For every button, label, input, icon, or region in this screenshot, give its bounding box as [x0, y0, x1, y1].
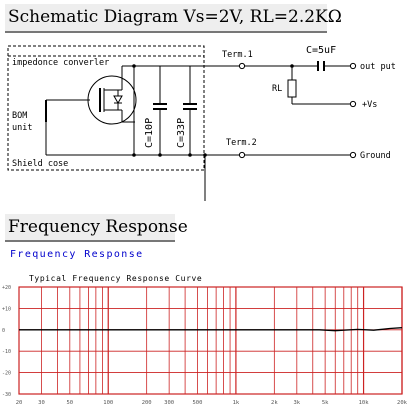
junction-dot [158, 153, 162, 157]
plot-frame [18, 286, 403, 395]
y-tick-label: 0 [2, 328, 5, 334]
frequency-response-label: Frequency Response [10, 249, 144, 260]
coupling-cap-label: C=5uF [306, 45, 336, 56]
x-tick-label: 20 [16, 400, 23, 406]
term1-terminal [238, 62, 246, 70]
y-tick-label: -20 [2, 371, 11, 377]
x-tick-label: 500 [193, 400, 203, 406]
cap1-label: C=10P [144, 118, 155, 148]
box-label: impedonce converler [12, 58, 109, 68]
schematic-title-bar: Schematic Diagram Vs=2V, RL=2.2KΩ [5, 4, 342, 33]
shield-label: Shield cose [12, 159, 68, 169]
rl-label: RL [272, 84, 282, 94]
x-tick-label: 30 [38, 400, 45, 406]
x-tick-label: 1k [233, 400, 240, 406]
bom-unit-label: unit [12, 123, 32, 133]
x-tick-label: 200 [142, 400, 152, 406]
y-tick-label: -10 [2, 349, 11, 355]
frequency-response-chart: +20 +10 0 -10 -20 -30 20 30 50 100 200 300 500 1k 2k 3k… [2, 285, 408, 406]
x-tick-label: 2k [271, 400, 278, 406]
output-label: out put [360, 62, 396, 72]
x-tick-label: 10k [359, 400, 370, 406]
vs-label: +Vs [362, 100, 377, 110]
shield-box [7, 45, 205, 171]
ground-terminal [349, 151, 357, 159]
x-tick-label: 300 [164, 400, 174, 406]
term2-label: Term.2 [226, 138, 257, 148]
vs-terminal [349, 100, 357, 108]
fet-circle [87, 75, 137, 125]
x-tick-label: 5k [322, 400, 329, 406]
y-tick-label: -30 [2, 392, 11, 398]
x-tick-label: 100 [103, 400, 113, 406]
term1-label: Term.1 [222, 50, 253, 60]
curve-title: Typical Frequency Response Curve [29, 274, 203, 283]
x-tick-label: 3k [294, 400, 301, 406]
y-tick-label: +10 [2, 306, 11, 312]
y-tick-label: +20 [2, 285, 11, 291]
x-tick-label: 50 [66, 400, 73, 406]
junction-dot [188, 153, 192, 157]
term2-terminal [238, 151, 246, 159]
bom-label: BOM [12, 111, 27, 121]
cap2-label: C=33P [176, 118, 187, 148]
x-tick-label: 20k [397, 400, 408, 406]
section-title: Frequency Response [8, 217, 188, 237]
fet-diode-symbol [113, 95, 123, 105]
schematic-title: Schematic Diagram Vs=2V, RL=2.2KΩ [8, 7, 342, 27]
junction-dot [132, 153, 136, 157]
rl-resistor [287, 79, 297, 98]
frequency-title-bar: Frequency Response [5, 214, 188, 242]
response-curve [19, 327, 403, 332]
schematic-diagram: impedonce converler Shield cose BOM unit… [7, 45, 396, 201]
output-terminal [349, 62, 357, 70]
ground-label: Ground [360, 151, 391, 161]
